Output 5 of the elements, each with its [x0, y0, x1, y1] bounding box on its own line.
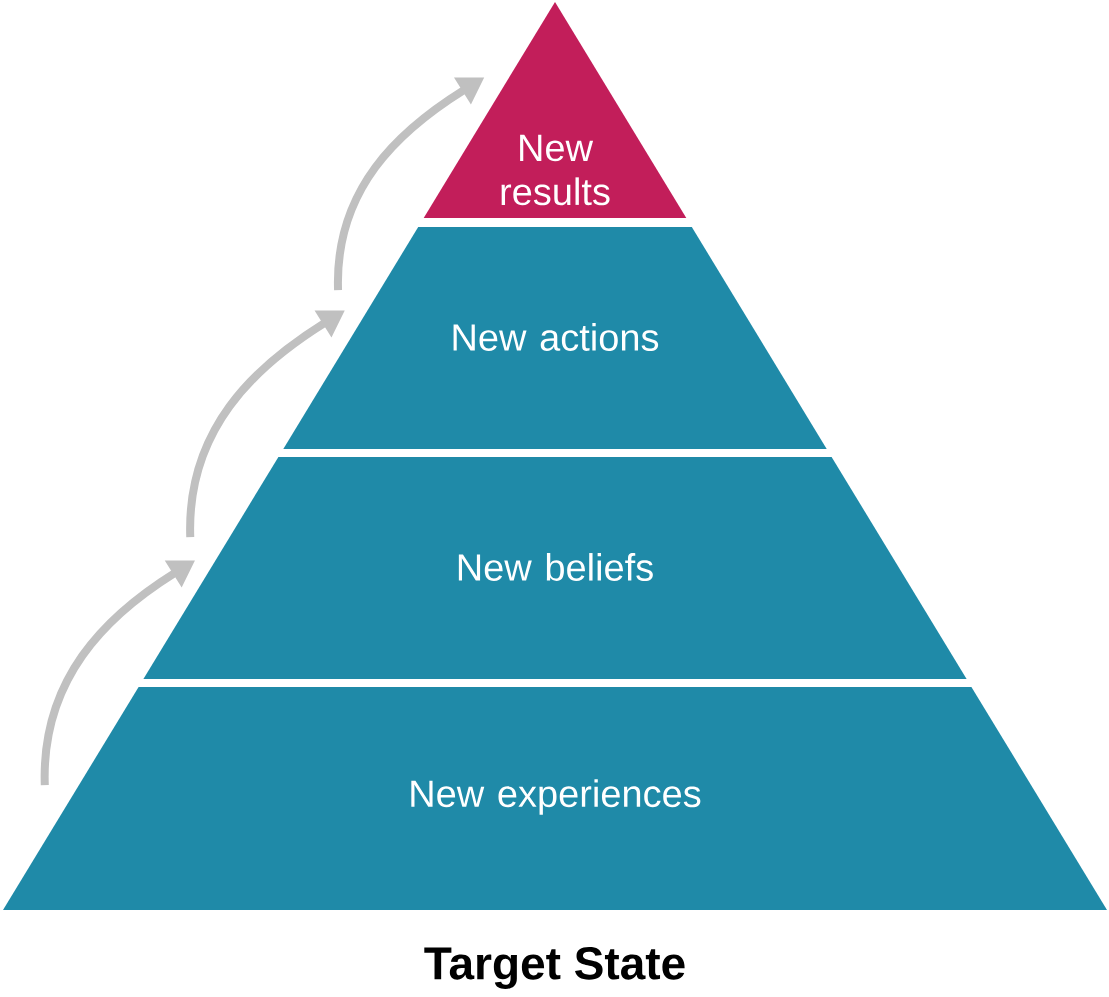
pyramid-band: New actions [283, 227, 827, 449]
pyramid-band: New beliefs [143, 457, 967, 679]
pyramid-band: New experiences [3, 687, 1107, 910]
pyramid-band: New results [423, 2, 687, 218]
caption: Target State [424, 947, 685, 989]
